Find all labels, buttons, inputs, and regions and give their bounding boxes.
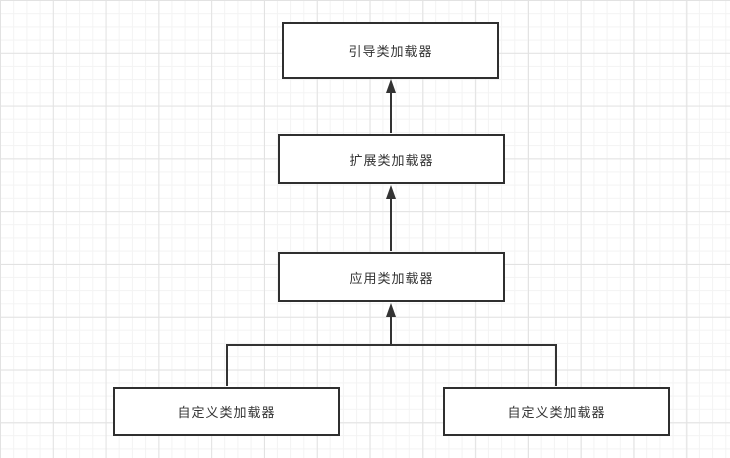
node-label: 应用类加载器 xyxy=(349,271,434,287)
node-custom-classloader-left[interactable]: 自定义类加载器 xyxy=(113,387,340,436)
node-extension-classloader[interactable]: 扩展类加载器 xyxy=(278,134,505,184)
node-label: 扩展类加载器 xyxy=(349,153,434,169)
node-bootstrap-classloader[interactable]: 引导类加载器 xyxy=(282,22,499,79)
edge-extension-to-bootstrap[interactable] xyxy=(386,79,396,133)
node-application-classloader[interactable]: 应用类加载器 xyxy=(278,252,505,302)
edge-application-to-extension[interactable] xyxy=(386,185,396,251)
arrow-up-icon xyxy=(386,79,396,93)
arrow-up-icon xyxy=(386,185,396,199)
node-label: 引导类加载器 xyxy=(348,45,433,60)
node-label: 自定义类加载器 xyxy=(507,406,606,421)
arrow-up-icon xyxy=(386,303,396,317)
node-custom-classloader-right[interactable]: 自定义类加载器 xyxy=(443,387,670,436)
edge-custom-to-application[interactable] xyxy=(226,303,557,386)
node-label: 自定义类加载器 xyxy=(177,406,276,421)
